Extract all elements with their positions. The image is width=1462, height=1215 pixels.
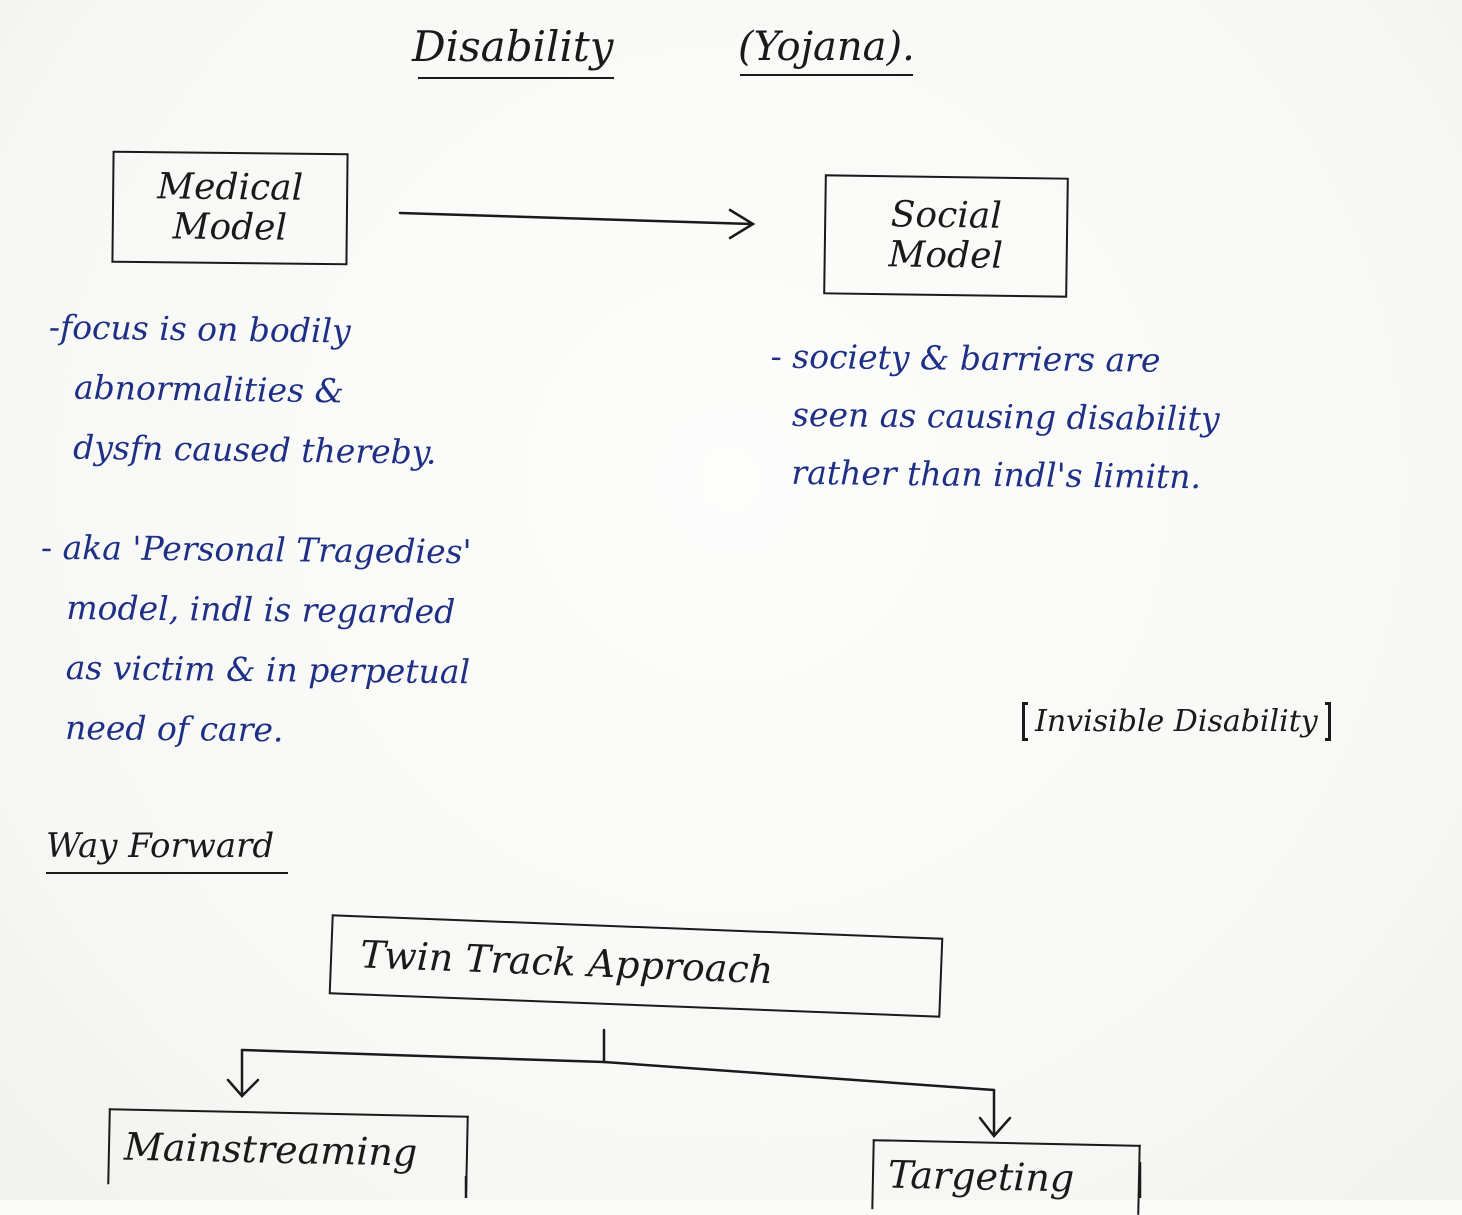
medical-note-line: need of care. [64,708,284,750]
social-note-line: seen as causing disability [791,394,1220,439]
medical-model-label-line2: Model [172,206,288,249]
medical-model-box: Medical Model [111,150,349,266]
medical-model-label-line1: Medical [157,166,304,210]
medical-note-line: abnormalities & [73,367,345,411]
twin-track-label: Twin Track Approach [359,932,775,993]
medical-model-notes-aka: - aka 'Personal Tragedies' model, indl i… [39,518,472,762]
social-note-line: rather than indl's limitn. [791,452,1202,497]
mainstreaming-box: Mainstreaming [107,1108,469,1192]
medical-note-line: model, indl is regarded [66,588,456,632]
invisible-disability-text: Invisible Disability [1035,704,1318,739]
twin-track-approach-box: Twin Track Approach [328,914,944,1018]
medical-note-line: dysfn caused thereby. [72,427,437,472]
social-model-box: Social Model [823,174,1069,298]
page-subtitle: (Yojana). [738,24,915,76]
page-subtitle-text: (Yojana). [738,24,915,76]
medical-model-notes: -focus is on bodily abnormalities & dysf… [47,297,439,482]
targeting-label: Targeting [887,1152,1075,1201]
invisible-disability-note: Invisible Disability [1022,702,1331,741]
page-title: Disability [412,22,614,79]
title-underline [418,77,614,79]
social-model-label-line2: Model [888,234,1004,277]
model-transition-arrow [398,208,756,240]
way-forward-text: Way Forward [46,826,275,866]
targeting-box: Targeting [871,1139,1141,1215]
medical-note-line: as victim & in perpetual [65,648,471,692]
way-forward-heading: Way Forward [46,826,289,874]
page-title-text: Disability [412,22,614,71]
mainstreaming-label: Mainstreaming [123,1124,418,1175]
social-note-line: - society & barriers are [770,336,1161,380]
medical-note-line: -focus is on bodily [48,307,351,351]
social-model-notes: - society & barriers are seen as causing… [769,328,1220,507]
social-model-label-line1: Social [890,194,1003,238]
medical-note-line: - aka 'Personal Tragedies' [40,527,472,572]
